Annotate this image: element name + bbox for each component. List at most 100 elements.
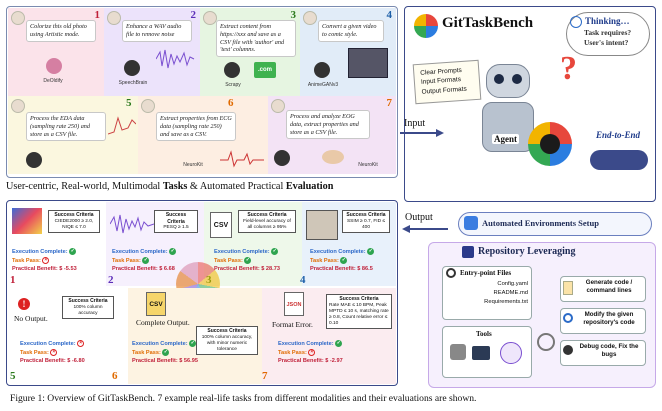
entry-file-readme: README.md — [493, 289, 528, 296]
result-7-number: 7 — [262, 370, 268, 382]
tools-title: Tools — [476, 330, 492, 338]
result-3-eval: Execution Complete: ✓ Task Pass: ✓ Pract… — [214, 248, 280, 274]
check-icon: ✓ — [69, 248, 77, 256]
label-pass: Task Pass: — [20, 349, 49, 356]
repo-title: Repository Leveraging — [478, 246, 576, 257]
label-benefit: Practical Benefit: — [20, 358, 66, 365]
task-6-prompt: Extract properties from ECG data (sampli… — [156, 112, 236, 142]
result-6-benefit: $ 56.95 — [179, 358, 198, 365]
label-complete: Execution Complete: — [20, 341, 76, 347]
ecg-signal-icon — [220, 150, 264, 168]
task-1-cell: 1 Colorize this old photo using Artistic… — [8, 8, 104, 96]
entry-file-config: Config.yaml — [497, 281, 528, 287]
colorized-photo-thumb — [12, 208, 42, 234]
label-complete: Execution Complete: — [278, 341, 334, 347]
caption-tasks: Tasks — [162, 181, 188, 192]
label-pass: Task Pass: — [214, 257, 243, 264]
check-icon: ✓ — [271, 248, 279, 256]
github-icon — [124, 60, 140, 76]
user-avatar — [11, 11, 25, 25]
label-benefit: Practical Benefit: — [214, 266, 260, 273]
result-2-eval: Execution Complete: ✓ Task Pass: ✓ Pract… — [112, 248, 177, 274]
code-icon — [563, 281, 573, 295]
json-file-icon: JSON — [284, 292, 304, 316]
label-complete: Execution Complete: — [132, 341, 188, 347]
task-3-tool: Scrapy — [225, 82, 241, 88]
result-2-number: 2 — [108, 274, 114, 286]
checklist-card: Clear Prompts Input Formats Output Forma… — [412, 59, 482, 105]
github-icon — [224, 62, 240, 78]
action-debug-box — [560, 340, 646, 366]
result-4-eval: Execution Complete: ✓ Task Pass: ✓ Pract… — [310, 248, 375, 274]
criteria-text: 100% column accuracy, with minor numeric… — [201, 334, 253, 352]
figure-caption: Figure 1: Overview of GitTaskBench. 7 ex… — [10, 393, 477, 404]
road-icon — [590, 150, 648, 170]
criteria-title: Success Criteria — [165, 212, 187, 225]
user-avatar — [303, 11, 317, 25]
result-4-benefit: $ 86.5 — [357, 266, 373, 273]
label-benefit: Practical Benefit: — [278, 358, 324, 365]
task-2-prompt: Enhance a WAV audio file to remove noise — [122, 20, 192, 42]
thinking-q2: User's intent? — [584, 38, 629, 47]
cycle-arrows-icon — [537, 333, 555, 351]
caption-mid: & Automated Practical — [187, 181, 286, 192]
criteria-text: Field-level accuracy of all columns ≥ 95… — [243, 218, 291, 230]
label-complete: Execution Complete: — [214, 249, 270, 255]
csv-file-icon: CSV — [210, 212, 232, 238]
entry-file-list: Config.yaml README.md Requirements.txt — [478, 280, 528, 307]
action-generate-box — [560, 276, 646, 302]
result-6-eval: Execution Complete: ✓ Task Pass: ✓ Pract… — [132, 340, 198, 366]
env-setup-label: Automated Environments Setup — [482, 218, 599, 228]
label-complete: Execution Complete: — [112, 249, 168, 255]
github-icon — [314, 62, 330, 78]
github-icon — [46, 58, 62, 74]
input-label: Input — [404, 118, 426, 129]
result-6-status: Complete Output. — [136, 318, 190, 327]
cross-icon: × — [42, 256, 50, 264]
github-icon — [26, 152, 42, 168]
robot-eye-left — [494, 74, 504, 84]
task-5-cell: 5 Process the EDA data (sampling rate 25… — [8, 96, 138, 174]
criteria-title: Success Criteria — [346, 212, 386, 218]
task-6-cell: 6 Extract properties from ECG data (samp… — [138, 96, 268, 174]
github-icon — [274, 150, 290, 166]
env-setup-icon — [464, 216, 478, 230]
wrench-icon — [450, 344, 466, 360]
result-1-number: 1 — [10, 274, 16, 286]
agent-label: Agent — [492, 134, 519, 144]
caption-evaluation: Evaluation — [285, 181, 334, 192]
criteria-title: Success Criteria — [68, 298, 108, 304]
question-mark-icon: ? — [560, 50, 577, 87]
app-title: GitTaskBench — [442, 15, 534, 31]
user-avatar — [11, 99, 25, 113]
action-modify-box — [560, 308, 646, 334]
repo-hierarchy-icon — [462, 246, 474, 258]
action-generate: Generate code / command lines — [585, 279, 633, 295]
user-avatar — [271, 99, 285, 113]
label-pass: Task Pass: — [310, 257, 339, 264]
task-7-prompt: Process and analyze EOG data, extract pr… — [286, 110, 370, 140]
criteria-text: CIEDE2000 ≥ 2.0, NIQE ≤ 7.0 — [54, 218, 94, 230]
env-setup-box — [458, 212, 652, 236]
task-7-tool: NeuroKit — [358, 162, 378, 168]
csv-file-icon: CSV — [146, 292, 166, 316]
network-icon — [500, 342, 522, 364]
result-7-benefit: $ -2.97 — [325, 358, 343, 365]
result-2-benefit: $ 6.68 — [159, 266, 175, 273]
thinking-q1: Task requires? — [584, 28, 632, 37]
check-icon: ✓ — [244, 256, 252, 264]
check-icon: ✓ — [169, 248, 177, 256]
entry-file-requirements: Requirements.txt — [484, 298, 528, 305]
web-page-icon: .com — [254, 62, 276, 78]
user-avatar — [107, 11, 121, 25]
thinking-label: Thinking… — [585, 16, 630, 26]
criteria-text: SSIM ≥ 0.7, FID ≤ 400 — [346, 218, 386, 230]
task-7-number: 7 — [386, 97, 393, 109]
check-icon: ✓ — [189, 340, 197, 348]
task-4-number: 4 — [386, 9, 393, 21]
terminal-icon — [472, 346, 490, 360]
cross-icon: × — [308, 348, 316, 356]
